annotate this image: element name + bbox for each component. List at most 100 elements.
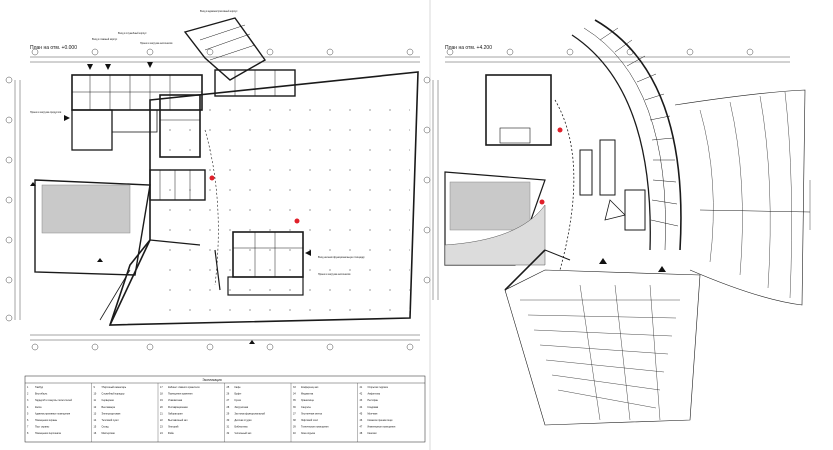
legend-number: 40	[293, 432, 296, 435]
legend-item: Загрузочная	[235, 406, 249, 409]
legend-item: Ресторан	[368, 399, 379, 402]
legend-item: Лаборатория	[168, 412, 183, 415]
legend-number: 46	[360, 419, 363, 422]
legend-number: 47	[360, 426, 363, 429]
legend-number: 48	[360, 432, 363, 435]
legend-item: Вестибюль	[35, 393, 48, 396]
legend-number: 33	[293, 386, 296, 389]
legend-item: Инженерные помещения	[368, 426, 397, 429]
curved-wing-outer	[594, 19, 682, 251]
legend-item: Кухня	[235, 399, 242, 402]
legend-item: Административные помещения	[35, 412, 71, 415]
lower-fan	[504, 269, 701, 426]
legend-number: 16	[94, 432, 97, 435]
legend-item: Лестничная клетка	[301, 412, 323, 415]
legend-item: Фойе	[168, 432, 174, 435]
legend-item: Моечная	[368, 412, 378, 415]
legend-number: 12	[94, 406, 97, 409]
legend-item: Склад	[102, 426, 110, 429]
legend-item: Гардероб и санузлы посетителей	[35, 399, 73, 402]
legend-number: 26	[227, 393, 230, 396]
legend-item: Читальный зал	[235, 432, 252, 435]
right-floor-plan	[423, 19, 811, 426]
admin-wing	[183, 17, 296, 97]
legend-item: Амфитеатр	[368, 393, 381, 396]
blade-wall-3	[149, 239, 201, 246]
legend-number: 24	[160, 432, 163, 435]
callout-entrance-admin: Вход в административный корпус	[200, 10, 238, 13]
legend-number: 27	[227, 399, 230, 402]
legend-number: 29	[227, 412, 230, 415]
main-hall-grid	[160, 100, 410, 315]
blade-wall-4	[214, 249, 221, 291]
blade-wall-1	[109, 239, 151, 326]
legend-item: Кабинет главного хранителя	[168, 386, 200, 389]
legend-item: Кладовая	[368, 406, 379, 409]
legend-number: 41	[360, 386, 363, 389]
fan-roof	[674, 89, 806, 306]
legend-item: Реставрационная	[168, 406, 188, 409]
legend-number: 21	[160, 412, 163, 415]
callout-entrance-staff: Вход в служебный корпус	[118, 32, 147, 35]
legend-number: 37	[293, 412, 296, 415]
callout-delivery-food: Прием и загрузка продуктов	[30, 111, 62, 114]
legend-item: Буфет	[235, 393, 243, 396]
legend-number: 43	[360, 399, 363, 402]
legend-number: 8	[27, 432, 29, 435]
right-axis-markers	[423, 48, 754, 284]
legend-number: 19	[160, 399, 163, 402]
legend-number: 6	[27, 419, 29, 422]
right-plan-title: План на отм. +4.200	[445, 45, 492, 51]
legend-number: 7	[27, 426, 29, 429]
legend-item: Зал многофункциональный	[235, 412, 266, 415]
legend-number: 23	[160, 426, 163, 429]
legend-number: 35	[293, 399, 296, 402]
legend-item: Упаковочная	[168, 399, 183, 402]
legend-item: Касса	[35, 406, 42, 409]
callout-entrance-main: Вход в главный корпус	[92, 38, 118, 41]
legend-item: Кинозал	[368, 432, 378, 435]
legend-number: 15	[94, 426, 97, 429]
legend-number: 42	[360, 393, 363, 396]
right-curved-slab	[444, 204, 546, 266]
legend-number: 32	[227, 432, 230, 435]
left-floor-plan	[5, 17, 420, 351]
legend-item: Библиотека	[235, 426, 249, 429]
legend-title: Экспликация	[202, 378, 222, 382]
legend-item: Мастерская	[102, 432, 116, 435]
hatched-exhibit	[41, 184, 131, 234]
legend-item: Лекторий	[168, 426, 179, 429]
legend-number: 5	[27, 412, 29, 415]
legend-number: 14	[94, 419, 97, 422]
legend-item: Тепловой пункт	[102, 419, 120, 422]
legend-number: 17	[160, 386, 163, 389]
blade-wall-2	[99, 269, 131, 321]
legend-item: Комната приема пищи	[368, 419, 394, 422]
legend-item: Уборочный инвентарь	[102, 386, 127, 389]
legend-item: Венткамера	[102, 406, 116, 409]
legend-number: 31	[227, 426, 230, 429]
legend-item: Служебный коридор	[102, 393, 125, 396]
legend-item: Конференц-зал	[301, 386, 319, 389]
legend-number: 3	[27, 399, 29, 402]
red-marker	[294, 218, 300, 224]
legend-item: Тамбур	[35, 386, 44, 389]
legend-number: 18	[160, 393, 163, 396]
red-marker	[557, 127, 563, 133]
callout-delivery-bottom: Прием и загрузка экспонатов	[318, 273, 351, 276]
callout-delivery-top: Прием и загрузка экспонатов	[140, 42, 173, 45]
legend-item: Кафе	[235, 386, 242, 389]
left-axis-markers	[5, 76, 13, 322]
legend-item: Хранилище	[301, 399, 315, 402]
legend-item: Открытая терраса	[368, 386, 389, 389]
right-hatched-area	[449, 181, 531, 231]
left-courtyard	[34, 179, 151, 276]
callout-entrance-multiuse: Вход на многофункциональную площадку	[318, 256, 365, 259]
lower-right-block	[227, 231, 304, 296]
legend-number: 13	[94, 412, 97, 415]
legend-number: 28	[227, 406, 230, 409]
legend-number: 36	[293, 406, 296, 409]
legend-item: Технические помещения	[301, 426, 329, 429]
legend-item: Выставочный зал	[168, 419, 188, 422]
